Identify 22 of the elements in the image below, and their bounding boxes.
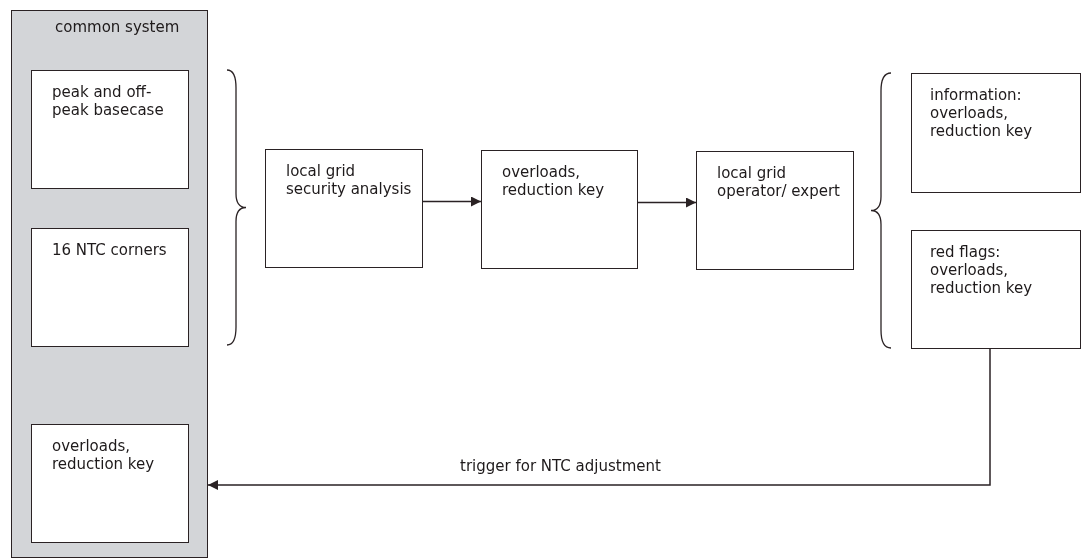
process-box xyxy=(31,70,189,189)
system-panel xyxy=(11,10,208,558)
process-box xyxy=(265,149,423,268)
box-text: information: overloads, reduction key xyxy=(930,86,1034,140)
edge-label: trigger for NTC adjustment xyxy=(458,457,663,475)
process-box xyxy=(481,150,638,269)
process-box xyxy=(31,228,189,347)
box-text: 16 NTC corners xyxy=(52,241,168,259)
arrow xyxy=(637,197,697,208)
box-text: overloads, reduction key xyxy=(502,163,606,199)
box-text: local grid security analysis xyxy=(286,162,413,198)
box-text: red flags: overloads, reduction key xyxy=(930,243,1034,297)
box-text: overloads, reduction key xyxy=(52,437,156,473)
process-box xyxy=(31,424,189,543)
box-text: peak and off-peak basecase xyxy=(52,83,165,119)
arrow xyxy=(207,348,991,490)
arrow xyxy=(422,196,482,207)
process-box xyxy=(911,73,1081,193)
process-box xyxy=(911,230,1081,349)
process-box xyxy=(696,151,854,270)
panel-heading: common system xyxy=(55,18,181,36)
box-text: local grid operator/ expert xyxy=(717,164,841,200)
